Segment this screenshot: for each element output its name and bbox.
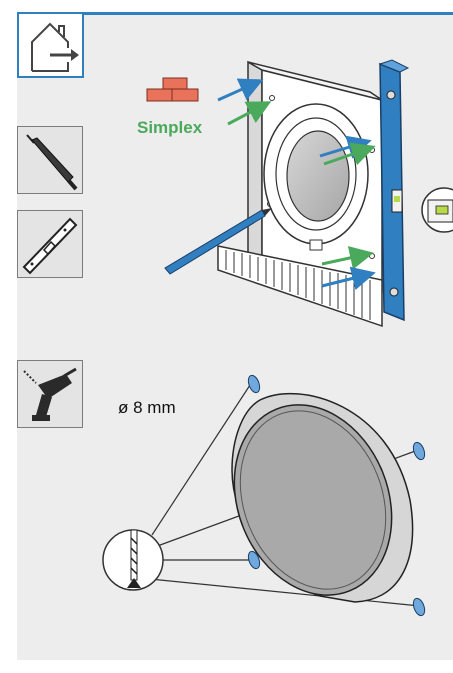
drill-bit-detail [102,529,164,591]
level-tool-box [17,210,83,278]
brick-icon [146,77,199,102]
marker-pen [164,208,272,275]
level-bubble-detail [421,187,453,233]
spirit-level-icon [22,217,78,275]
round-device [231,392,414,603]
install-step-box [17,12,84,78]
house-exit-arrow-icon [31,22,79,72]
drill-hole-markers [247,374,426,617]
drill-diameter-label: ø 8 mm [118,398,176,417]
power-drill-icon [23,367,77,421]
drill-tool-box [17,360,83,428]
header-rule [17,12,453,15]
simplex-label: Simplex [137,118,203,137]
mounting-plate [247,60,383,293]
marker-tool-box [17,126,83,194]
spirit-level [378,59,410,322]
comb-grille [217,245,383,328]
pointer-arrows [217,78,376,291]
pen-icon [26,134,78,191]
